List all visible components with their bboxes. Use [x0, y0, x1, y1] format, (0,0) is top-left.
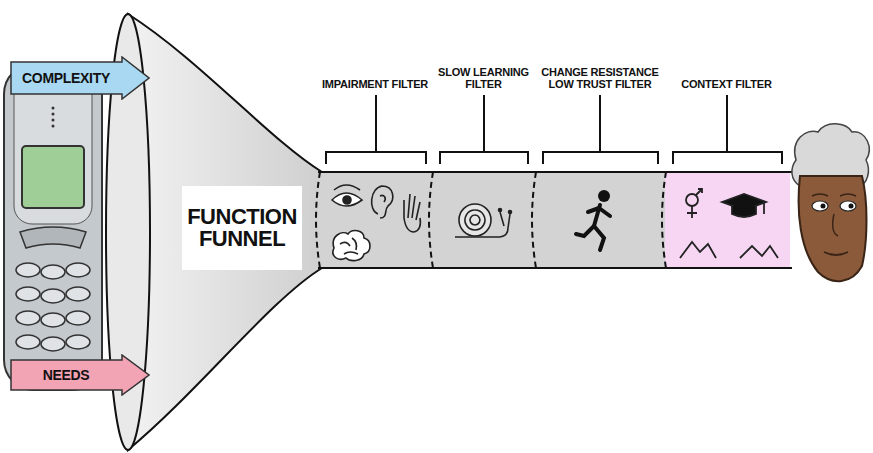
change-resistance-filter: CHANGE RESISTANCE LOW TRUST FILTER	[535, 172, 665, 268]
arrow-label: NEEDS	[10, 354, 89, 396]
filter-heading: CONTEXT FILTER	[671, 78, 783, 90]
funnel-title: FUNCTION FUNNEL	[187, 206, 297, 250]
funnel-title-box: FUNCTION FUNNEL	[182, 186, 302, 270]
filter-label: CONTEXT FILTER	[671, 78, 783, 90]
filter-label: CHANGE RESISTANCE LOW TRUST FILTER	[536, 66, 664, 90]
slow-learning-filter: SLOW LEARNING FILTER	[432, 172, 535, 268]
complexity-arrow: COMPLEXITY	[10, 56, 150, 100]
filter-heading: SLOW LEARNING FILTER	[433, 66, 535, 90]
filter-label: SLOW LEARNING FILTER	[433, 66, 535, 90]
context-filter: CONTEXT FILTER	[665, 172, 788, 268]
filter-heading: IMPAIRMENT FILTER	[319, 78, 431, 90]
filter-label: IMPAIRMENT FILTER	[319, 78, 431, 90]
filter-heading: CHANGE RESISTANCE LOW TRUST FILTER	[536, 66, 664, 90]
arrow-label: COMPLEXITY	[10, 56, 110, 100]
impairment-filter: IMPAIRMENT FILTER	[318, 172, 432, 268]
needs-arrow: NEEDS	[10, 354, 150, 396]
